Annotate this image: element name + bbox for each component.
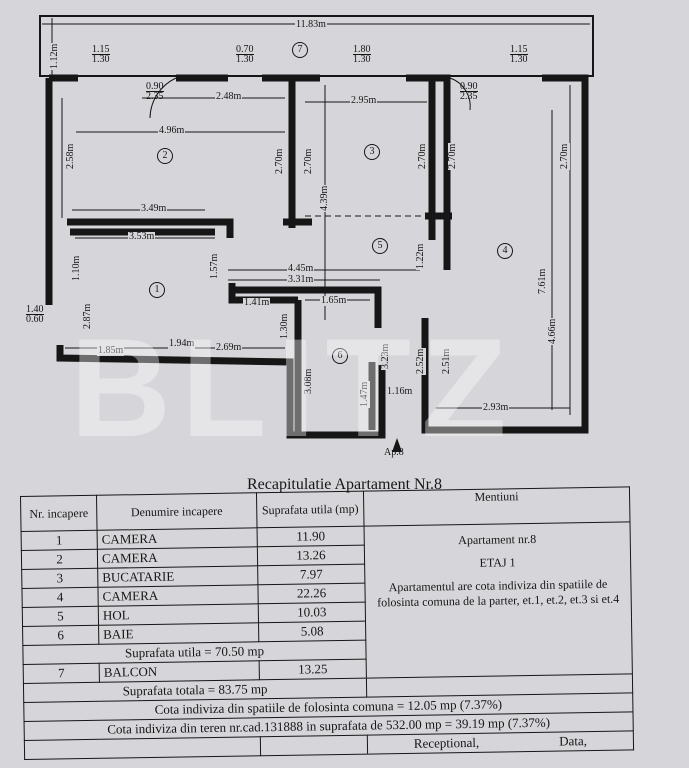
dim: 2.93m bbox=[482, 402, 510, 413]
cell-nr: 2 bbox=[21, 549, 98, 570]
dim: 1.57m bbox=[209, 252, 220, 280]
dim: 3.53m bbox=[128, 231, 156, 242]
mentiuni-cell: Apartament nr.8 ETAJ 1 Apartamentul are … bbox=[364, 521, 633, 679]
dim: 3.49m bbox=[140, 203, 168, 214]
mentiuni-apartment: Apartament nr.8 bbox=[458, 531, 537, 548]
cell-area: 5.08 bbox=[258, 621, 366, 642]
dim: 1.41m bbox=[243, 297, 271, 308]
header-area: Suprafata utila (mp) bbox=[256, 491, 365, 528]
cell-name: BALCON bbox=[99, 660, 260, 683]
mentiuni-floor: ETAJ 1 bbox=[479, 555, 516, 570]
dim: 7.61m bbox=[537, 267, 548, 295]
room-marker-5: 5 bbox=[372, 238, 388, 254]
cell-area: 11.90 bbox=[257, 526, 365, 547]
cell-area: 13.25 bbox=[259, 659, 367, 680]
cell-name: CAMERA bbox=[97, 546, 258, 569]
cell-nr: 7 bbox=[23, 663, 100, 684]
dim: 4.96m bbox=[158, 125, 186, 136]
room-marker-4: 4 bbox=[497, 243, 513, 259]
dim: 2.58m bbox=[65, 142, 76, 170]
dim: 1.94m bbox=[168, 338, 196, 349]
table-title: Recapitulatie Apartament Nr.8 bbox=[246, 476, 443, 493]
cell-name: CAMERA bbox=[97, 584, 259, 607]
cell-name: BUCATARIE bbox=[97, 565, 258, 588]
cell-nr: 3 bbox=[21, 568, 98, 589]
header-name: Denumire incapere bbox=[96, 492, 258, 531]
floor-plan-drawing bbox=[39, 15, 594, 452]
dim: 2.70m bbox=[274, 147, 285, 175]
room-marker-6: 6 bbox=[332, 348, 348, 364]
cell-area: 10.03 bbox=[258, 602, 366, 623]
receptional-label: Receptional, bbox=[413, 734, 480, 751]
cell-nr: 6 bbox=[22, 625, 99, 646]
dim: 1.16m bbox=[386, 386, 414, 397]
header-nr: Nr. incapere bbox=[20, 495, 98, 532]
dim: 4.45m bbox=[287, 263, 315, 274]
dim: 3.31m bbox=[287, 274, 315, 285]
dim: 2.95m bbox=[350, 95, 378, 106]
dim: 4.66m bbox=[547, 317, 558, 345]
footer-cell: Receptional, Data, bbox=[367, 730, 634, 755]
room-marker-2: 2 bbox=[157, 148, 173, 164]
cell-name: BAIE bbox=[98, 622, 259, 645]
dim: 4.39m bbox=[319, 184, 330, 212]
summary-table: Nr. incapere Denumire incapere Suprafata… bbox=[20, 486, 634, 760]
dim: 1.85m bbox=[97, 345, 125, 356]
dim: 1.65m bbox=[320, 295, 348, 306]
cell-area: 7.97 bbox=[257, 564, 365, 585]
dim-overall-width: 11.83m bbox=[295, 19, 327, 30]
room-marker-3: 3 bbox=[364, 144, 380, 160]
entrance-arrow-icon bbox=[392, 438, 402, 452]
dim: 2.48m bbox=[215, 91, 243, 102]
mentiuni-note: Apartamentul are cota indiviza din spati… bbox=[377, 576, 620, 610]
cell-name: HOL bbox=[98, 603, 259, 626]
walls bbox=[45, 74, 589, 439]
date-label: Data, bbox=[559, 733, 588, 749]
cell-nr: 5 bbox=[22, 606, 99, 627]
dim: 2.69m bbox=[215, 342, 243, 353]
dim: 2.70m bbox=[559, 142, 570, 170]
dim: 2.70m bbox=[447, 142, 458, 170]
dim: 2.70m bbox=[303, 147, 314, 175]
header-mentiuni: Mentiuni bbox=[363, 486, 630, 527]
cell-area: 22.26 bbox=[257, 583, 366, 604]
cell-nr: 4 bbox=[21, 587, 99, 608]
dim-balcony-depth: 1.12m bbox=[49, 42, 60, 70]
dim: 1.10m bbox=[71, 254, 82, 282]
watermark-logo: BLITZ bbox=[70, 309, 517, 466]
cell-nr: 1 bbox=[21, 530, 98, 551]
entrance-label: Ap.8 bbox=[384, 447, 404, 458]
room-marker-1: 1 bbox=[149, 282, 165, 298]
dim: 1.22m bbox=[415, 242, 426, 270]
dim: 2.70m bbox=[417, 142, 428, 170]
cell-area: 13.26 bbox=[257, 545, 365, 566]
cell-name: CAMERA bbox=[97, 527, 258, 550]
room-marker-7: 7 bbox=[292, 42, 308, 58]
